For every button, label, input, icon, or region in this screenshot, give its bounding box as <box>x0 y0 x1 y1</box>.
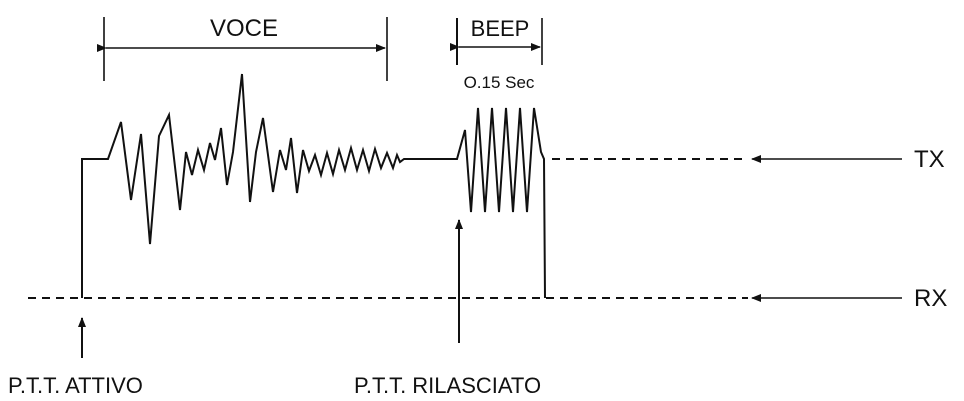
ptt-on-label: P.T.T. ATTIVO <box>8 373 143 398</box>
ptt-off-label: P.T.T. RILASCIATO <box>354 373 541 398</box>
signal-trace <box>81 73 546 299</box>
voice-label: VOCE <box>210 15 278 42</box>
rx-label: RX <box>914 285 947 312</box>
tx-label: TX <box>914 146 945 173</box>
beep-duration-label: O.15 Sec <box>464 73 535 92</box>
beep-label: BEEP <box>471 16 530 41</box>
